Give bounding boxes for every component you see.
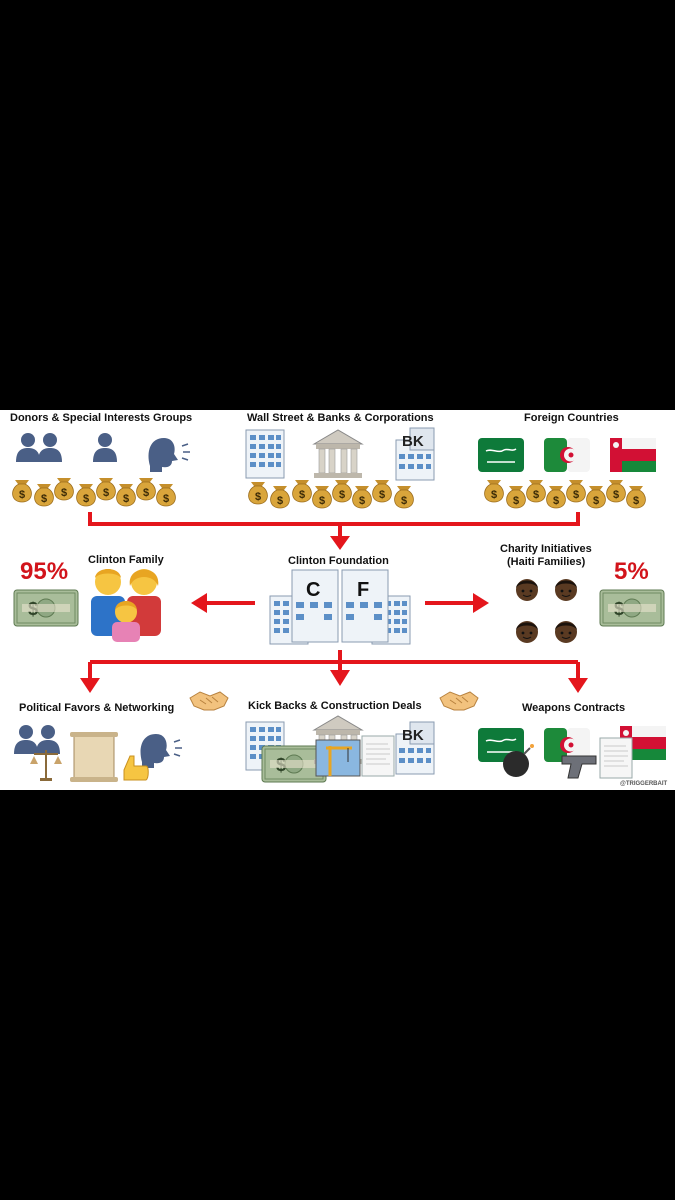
wallstreet-icons: BK	[246, 428, 434, 508]
money-bag-icon	[627, 486, 646, 508]
money-bag-icon	[607, 480, 626, 502]
bank-logo-text: BK	[402, 727, 424, 744]
money-bag-icon	[77, 484, 96, 506]
arrowhead-left	[191, 593, 207, 613]
person-icon	[555, 579, 577, 601]
handshake-icon	[440, 692, 478, 710]
political-icons	[14, 692, 228, 782]
money-bag-icon	[587, 486, 606, 508]
money-bag-icon	[293, 480, 312, 502]
family-icon	[91, 569, 161, 642]
money-bag-icon	[527, 480, 546, 502]
arrowhead-down-left	[80, 678, 100, 693]
money-bag-icon	[567, 480, 586, 502]
person-icon	[516, 579, 538, 601]
people-silhouette-icon	[38, 433, 62, 462]
people-silhouette-icon	[36, 725, 60, 754]
arrowhead-down-right	[568, 678, 588, 693]
scales-icon	[30, 750, 62, 781]
money-bag-icon	[547, 486, 566, 508]
clinton-foundation-icon: C F	[270, 570, 410, 644]
money-bag-icon	[157, 484, 176, 506]
flag-algeria-icon	[544, 438, 590, 472]
money-bag-icon	[507, 486, 526, 508]
kickbacks-icons: BK	[246, 692, 478, 782]
money-bag-icon	[137, 478, 156, 500]
handshake-icon	[190, 692, 228, 710]
bank-icon	[314, 430, 362, 478]
pistol-icon	[562, 756, 596, 778]
donors-icons	[13, 433, 190, 506]
dollar-bill-icon	[600, 590, 664, 626]
money-bag-icon	[55, 478, 74, 500]
money-bag-icon	[35, 484, 54, 506]
family-icons	[14, 569, 161, 642]
person-icon	[516, 621, 538, 643]
money-bag-icon	[13, 480, 32, 502]
scroll-icon	[70, 732, 118, 782]
foundation-letter-c: C	[306, 579, 320, 601]
money-bag-icon	[333, 480, 352, 502]
speaking-head-icon	[149, 438, 190, 472]
arrowhead-right	[473, 593, 489, 613]
people-silhouette-icon	[16, 433, 40, 462]
flag-saudi-icon	[478, 438, 524, 472]
dollar-bill-icon	[14, 590, 78, 626]
top-collector-line	[90, 512, 578, 524]
infographic-panel: Donors & Special Interests Groups Wall S…	[0, 410, 675, 790]
money-bag-icon	[353, 486, 372, 508]
foundation-letter-f: F	[357, 579, 369, 601]
speaking-head-icon	[141, 734, 182, 768]
office-building-icon	[246, 430, 284, 478]
foreign-icons	[478, 438, 656, 508]
money-bag-icon	[313, 486, 332, 508]
flag-oman-icon	[610, 438, 656, 472]
document-icon	[362, 736, 394, 776]
crane-icon	[316, 740, 360, 776]
arrowhead-down-foundation	[330, 536, 350, 550]
money-bag-icon	[395, 486, 414, 508]
money-bag-icon	[97, 478, 116, 500]
people-silhouette-icon	[93, 433, 117, 462]
money-bag-icon	[271, 486, 290, 508]
money-bag-icon	[485, 480, 504, 502]
money-bag-icon	[117, 484, 136, 506]
document-icon	[600, 738, 632, 778]
person-icon	[555, 621, 577, 643]
diagram-graphics: $	[0, 410, 675, 790]
bank-logo-text: BK	[402, 433, 424, 450]
arrowhead-down-center	[330, 670, 350, 686]
charity-icons	[516, 579, 664, 643]
money-bag-icon	[373, 480, 392, 502]
weapons-icons	[478, 726, 666, 778]
money-bag-icon	[249, 482, 268, 504]
people-silhouette-icon	[14, 725, 38, 754]
